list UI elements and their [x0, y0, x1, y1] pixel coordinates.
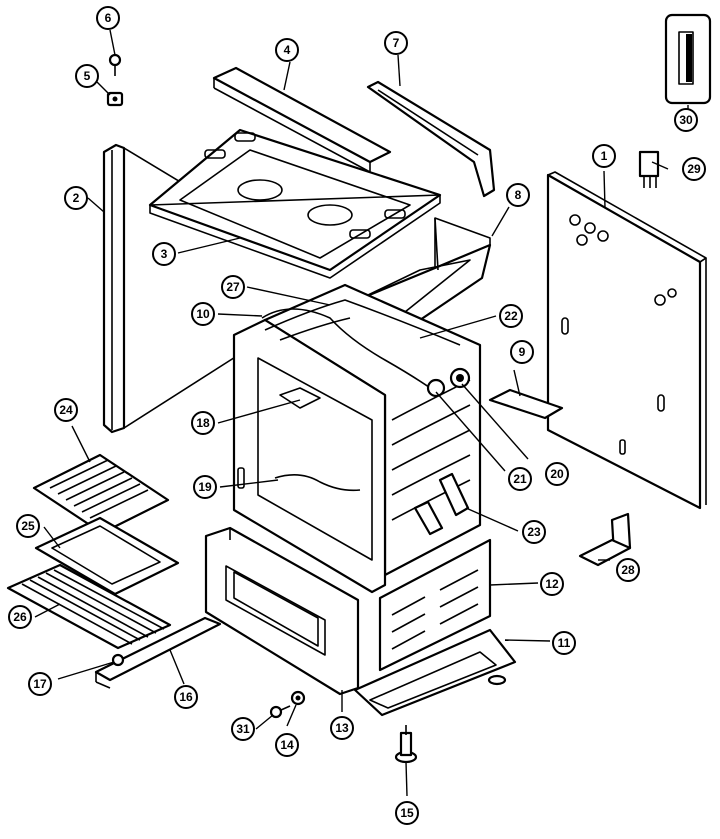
nut-part [290, 690, 306, 706]
callout-23-label: 23 [527, 525, 541, 539]
base-plate-part [353, 628, 517, 717]
callout-9: 9 [510, 340, 534, 364]
top-rail-part [212, 66, 392, 173]
callout-14: 14 [275, 733, 299, 757]
callout-12: 12 [540, 572, 564, 596]
callout-3: 3 [152, 242, 176, 266]
broil-pan-part [34, 516, 180, 596]
callout-22-label: 22 [504, 309, 518, 323]
callout-10-label: 10 [196, 307, 210, 321]
callout-25-label: 25 [21, 519, 35, 533]
callout-19-label: 19 [198, 480, 212, 494]
callout-12-label: 12 [545, 577, 559, 591]
callout-2-label: 2 [73, 191, 80, 205]
back-guard-part [366, 80, 496, 198]
callout-11: 11 [552, 631, 576, 655]
callout-17: 17 [28, 672, 52, 696]
callout-22: 22 [499, 304, 523, 328]
callout-27: 27 [221, 275, 245, 299]
literature-part [664, 13, 712, 105]
callout-4-label: 4 [284, 43, 291, 57]
leveling-bracket-part [578, 512, 632, 567]
callout-15: 15 [395, 801, 419, 825]
callout-26: 26 [8, 605, 32, 629]
callout-5-label: 5 [84, 69, 91, 83]
drawer-front-part [204, 526, 360, 696]
callout-1: 1 [592, 144, 616, 168]
rail-roller-part [111, 653, 125, 667]
callout-17-label: 17 [33, 677, 47, 691]
callout-25: 25 [16, 514, 40, 538]
callout-11-label: 11 [558, 636, 571, 650]
callout-24-label: 24 [59, 403, 73, 417]
bolt-part [269, 705, 291, 719]
valve-part [449, 367, 471, 389]
callout-30-label: 30 [679, 113, 693, 127]
callout-8: 8 [506, 183, 530, 207]
callout-14-label: 14 [280, 738, 294, 752]
callout-31-label: 31 [236, 722, 250, 736]
callout-8-label: 8 [515, 188, 522, 202]
callout-4: 4 [275, 38, 299, 62]
leveling-leg-part [394, 725, 418, 764]
callout-5: 5 [75, 64, 99, 88]
regulator-part [426, 378, 446, 398]
callout-20: 20 [545, 462, 569, 486]
callout-20-label: 20 [550, 467, 564, 481]
connector-part [638, 150, 660, 188]
callout-10: 10 [191, 302, 215, 326]
burner-box-part [148, 128, 442, 279]
callout-7-label: 7 [393, 36, 400, 50]
callout-15-label: 15 [400, 806, 414, 820]
callout-13: 13 [330, 716, 354, 740]
callout-3-label: 3 [161, 247, 168, 261]
callout-6: 6 [96, 6, 120, 30]
callout-23: 23 [522, 520, 546, 544]
callout-6-label: 6 [105, 11, 112, 25]
shield-part [488, 388, 564, 420]
clip-part [106, 91, 124, 107]
callout-7: 7 [384, 31, 408, 55]
back-panel-part [546, 171, 707, 510]
callout-9-label: 9 [519, 345, 526, 359]
oven-rack-part [6, 563, 172, 650]
callout-27-label: 27 [226, 280, 240, 294]
callout-18: 18 [191, 411, 215, 435]
callout-29: 29 [682, 157, 706, 181]
callout-2: 2 [64, 186, 88, 210]
lower-side-panel-part [378, 538, 492, 672]
callout-16: 16 [174, 685, 198, 709]
callout-13-label: 13 [335, 721, 349, 735]
callout-31: 31 [231, 717, 255, 741]
drawer-rail-part [94, 616, 222, 689]
callout-28: 28 [616, 558, 640, 582]
callout-19: 19 [193, 475, 217, 499]
igniter-bracket-part [413, 472, 470, 536]
callout-29-label: 29 [687, 162, 701, 176]
callout-24: 24 [54, 398, 78, 422]
screw-part [108, 53, 122, 76]
callout-28-label: 28 [621, 563, 635, 577]
callout-1-label: 1 [601, 149, 608, 163]
leader-lines [34, 29, 689, 797]
callout-21-label: 21 [513, 472, 527, 486]
callout-21: 21 [508, 467, 532, 491]
callout-18-label: 18 [196, 416, 210, 430]
callout-16-label: 16 [179, 690, 193, 704]
broil-grid-part [32, 453, 170, 535]
callout-26-label: 26 [13, 610, 27, 624]
callout-30: 30 [674, 108, 698, 132]
